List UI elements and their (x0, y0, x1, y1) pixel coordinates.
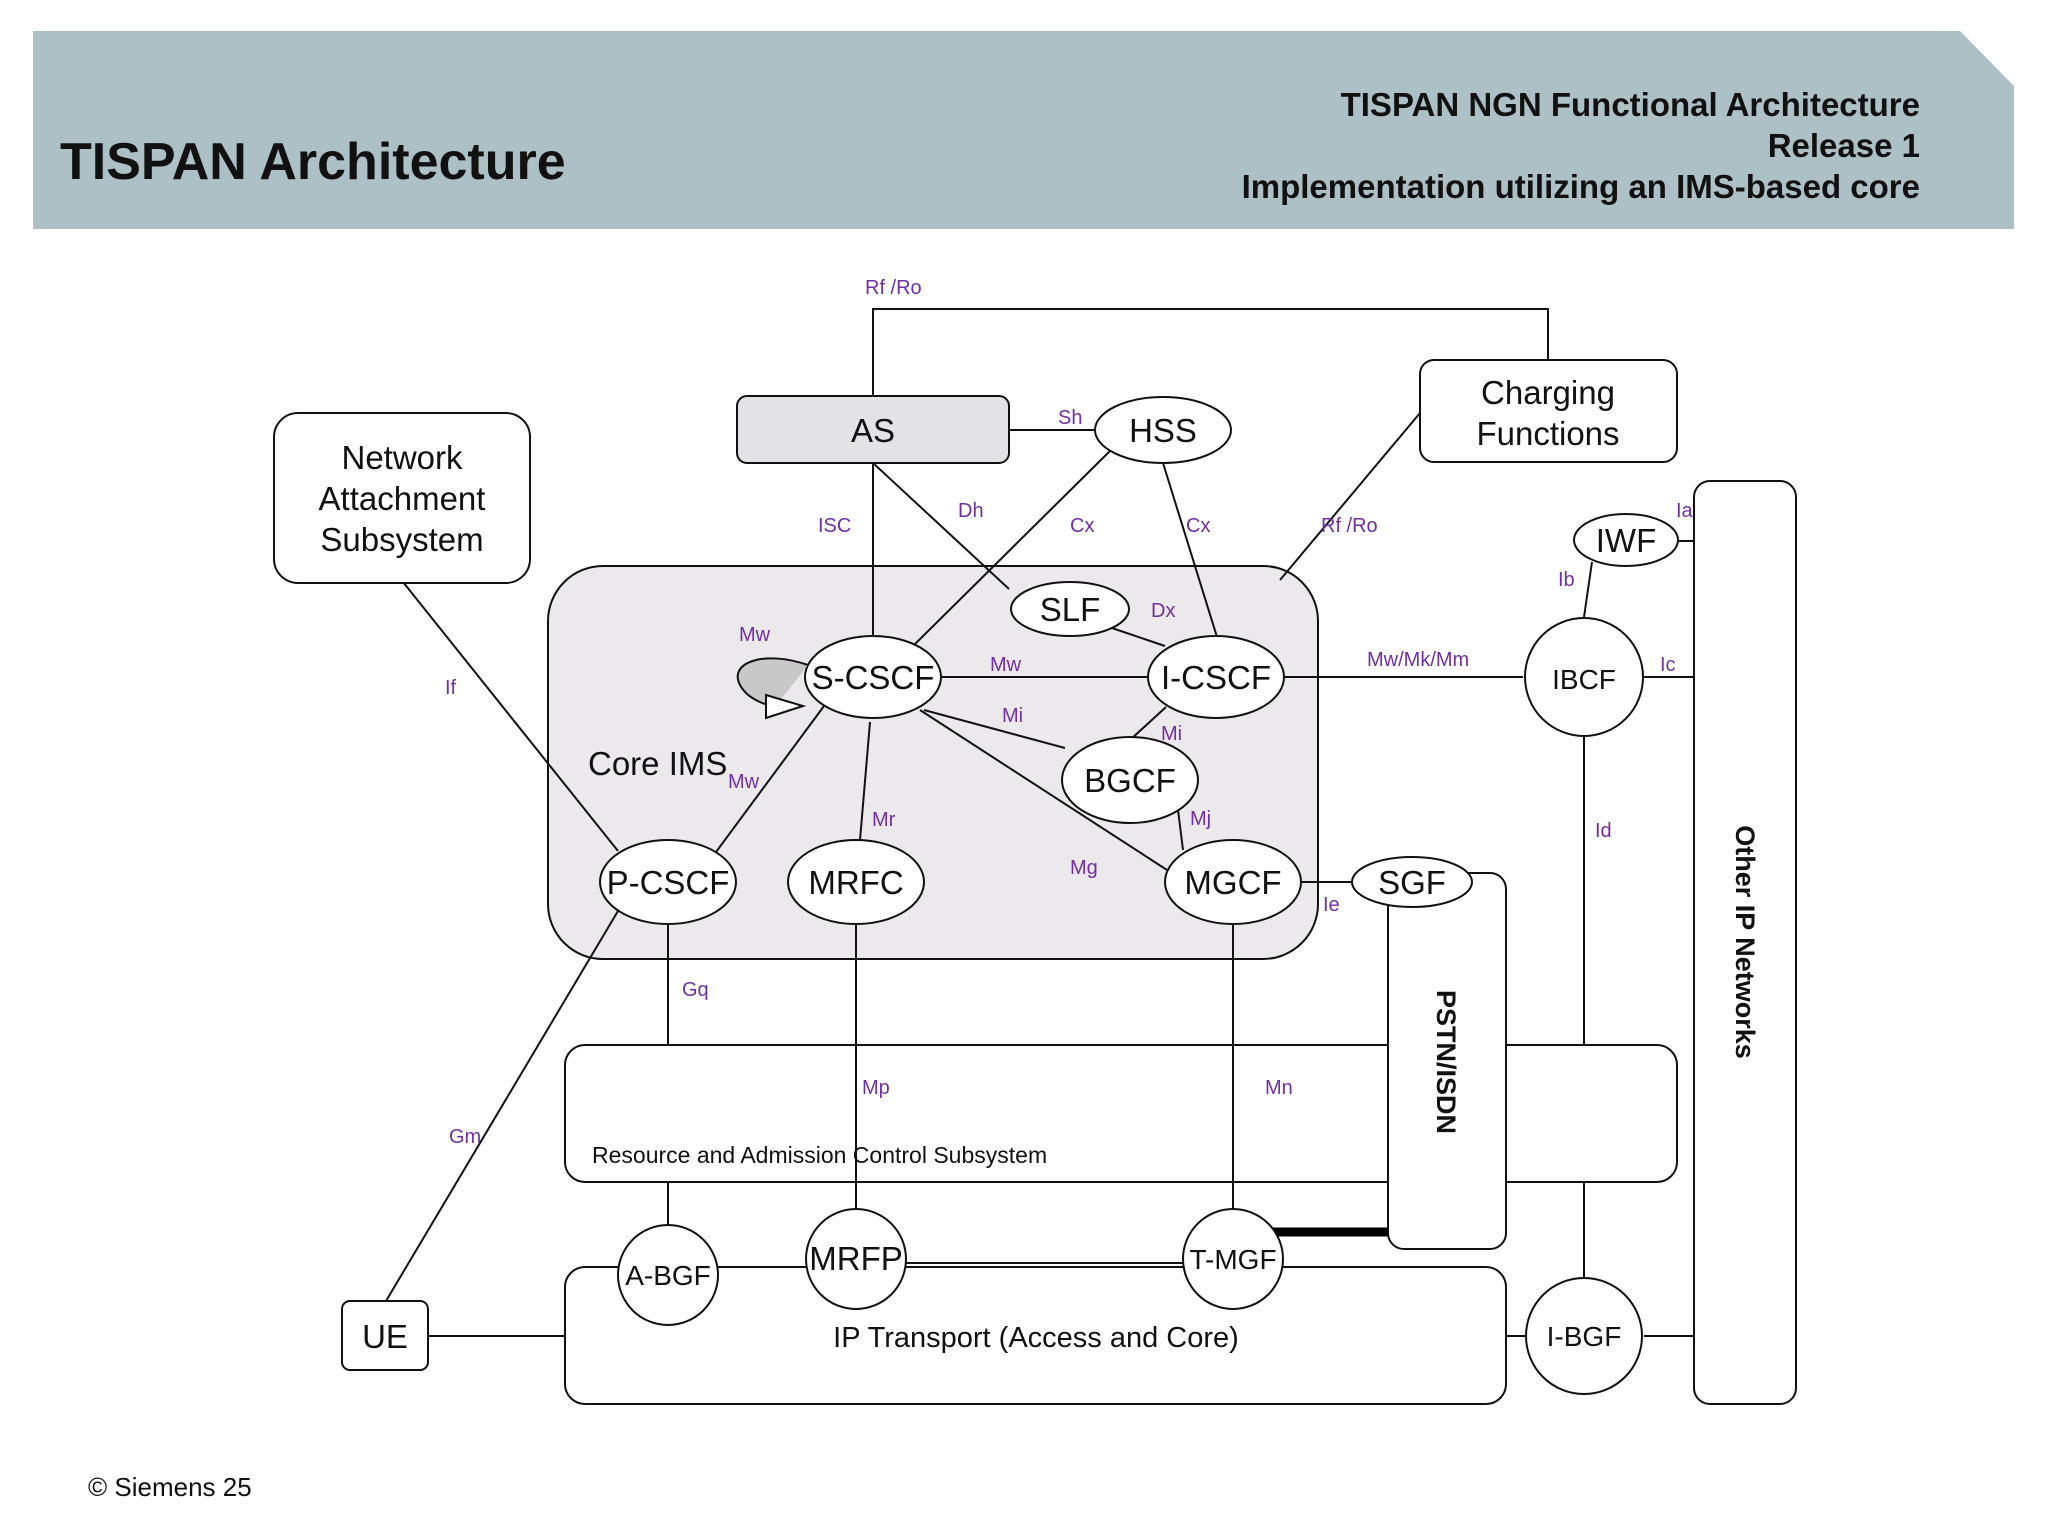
if-dx: Dx (1151, 600, 1175, 622)
mw-loop-arrow (736, 657, 809, 720)
if-ic: Ic (1660, 654, 1676, 676)
sgf-label: SGF (1378, 864, 1446, 901)
if-ie: Ie (1323, 894, 1340, 916)
charging-label-line-1: Charging (1481, 374, 1615, 411)
if-mi-1: Mi (1002, 705, 1023, 727)
hss-label: HSS (1129, 412, 1197, 449)
if-rf-ro-2: Rf /Ro (1321, 515, 1378, 537)
if-id: Id (1595, 820, 1612, 842)
mrfp-node (805, 1208, 907, 1310)
if-sh: Sh (1058, 407, 1082, 429)
i-cscf-node (1147, 635, 1285, 719)
sgf-node (1351, 856, 1473, 908)
if-gq: Gq (682, 979, 709, 1001)
t-mgf-node (1182, 1208, 1284, 1310)
iwf-label: IWF (1596, 522, 1656, 559)
if-mw-s-i: Mw (990, 654, 1022, 676)
as-label: AS (851, 412, 895, 449)
i-bgf-label: I-BGF (1547, 1321, 1622, 1352)
as-box (736, 395, 1010, 464)
iwf-node (1573, 513, 1679, 567)
if-cx-2: Cx (1186, 515, 1210, 537)
if-mp: Mp (862, 1077, 890, 1099)
racs-label: Resource and Admission Control Subsystem (592, 1142, 1047, 1168)
if-mw-mk-mm: Mw/Mk/Mm (1367, 649, 1469, 671)
charging-functions-box (1419, 359, 1678, 463)
if-mr: Mr (872, 809, 896, 831)
if-mg: Mg (1070, 857, 1098, 879)
nass-label-line-3: Subsystem (320, 521, 483, 558)
network-attachment-subsystem-box (273, 412, 531, 584)
i-bgf-node (1525, 1277, 1643, 1395)
a-bgf-node (617, 1224, 719, 1326)
if-mn: Mn (1265, 1077, 1293, 1099)
ue-label: UE (362, 1318, 408, 1355)
ibcf-label: IBCF (1552, 664, 1616, 695)
if-rf-ro-top: Rf /Ro (865, 277, 922, 299)
ip-transport-label: IP Transport (Access and Core) (833, 1322, 1239, 1354)
nass-label-line-2: Attachment (319, 480, 486, 517)
p-cscf-label: P-CSCF (607, 864, 730, 901)
if-cx-1: Cx (1070, 515, 1094, 537)
charging-label-line-2: Functions (1476, 415, 1619, 452)
header-background (33, 31, 2014, 229)
p-cscf-node (599, 839, 737, 925)
other-ip-networks-label: Other IP Networks (1730, 825, 1760, 1059)
if-mw-p: Mw (728, 771, 760, 793)
subtitle-line-1: TISPAN NGN Functional Architecture (1340, 86, 1920, 123)
mgcf-node (1164, 839, 1302, 925)
slf-node (1010, 581, 1130, 637)
mrfc-label: MRFC (808, 864, 903, 901)
if-gm: Gm (449, 1126, 481, 1148)
subtitle-line-3: Implementation utilizing an IMS-based co… (1241, 168, 1920, 205)
hss-node (1094, 396, 1232, 464)
ibcf-node (1524, 617, 1644, 737)
if-mw-loop: Mw (739, 624, 771, 646)
slide-title: TISPAN Architecture (60, 133, 566, 191)
bgcf-label: BGCF (1084, 762, 1176, 799)
if-mi-2: Mi (1161, 723, 1182, 745)
s-cscf-node (804, 635, 942, 719)
if-mj: Mj (1190, 808, 1211, 830)
slf-label: SLF (1040, 591, 1101, 628)
footer-copyright: © Siemens 25 (88, 1472, 252, 1502)
subtitle-line-2: Release 1 (1767, 127, 1920, 164)
header-band (33, 31, 2014, 229)
mgcf-label: MGCF (1184, 864, 1281, 901)
pstn-isdn-label: PSTN/ISDN (1431, 990, 1461, 1134)
bgcf-node (1061, 736, 1199, 824)
mrfp-label: MRFP (809, 1240, 903, 1277)
i-cscf-label: I-CSCF (1161, 659, 1271, 696)
connections (385, 308, 1694, 1337)
other-ip-networks-box (1693, 480, 1797, 1405)
core-ims-label: Core IMS (588, 745, 727, 782)
if-dh: Dh (958, 500, 984, 522)
a-bgf-label: A-BGF (625, 1260, 711, 1291)
nass-label-line-1: Network (341, 439, 463, 476)
mrfc-node (787, 839, 925, 925)
if-ib: Ib (1558, 569, 1575, 591)
if-ia: Ia (1676, 500, 1694, 522)
s-cscf-label: S-CSCF (812, 659, 935, 696)
if-if: If (445, 677, 457, 699)
t-mgf-label: T-MGF (1189, 1244, 1276, 1275)
ue-box (341, 1300, 429, 1371)
if-isc: ISC (818, 515, 851, 537)
